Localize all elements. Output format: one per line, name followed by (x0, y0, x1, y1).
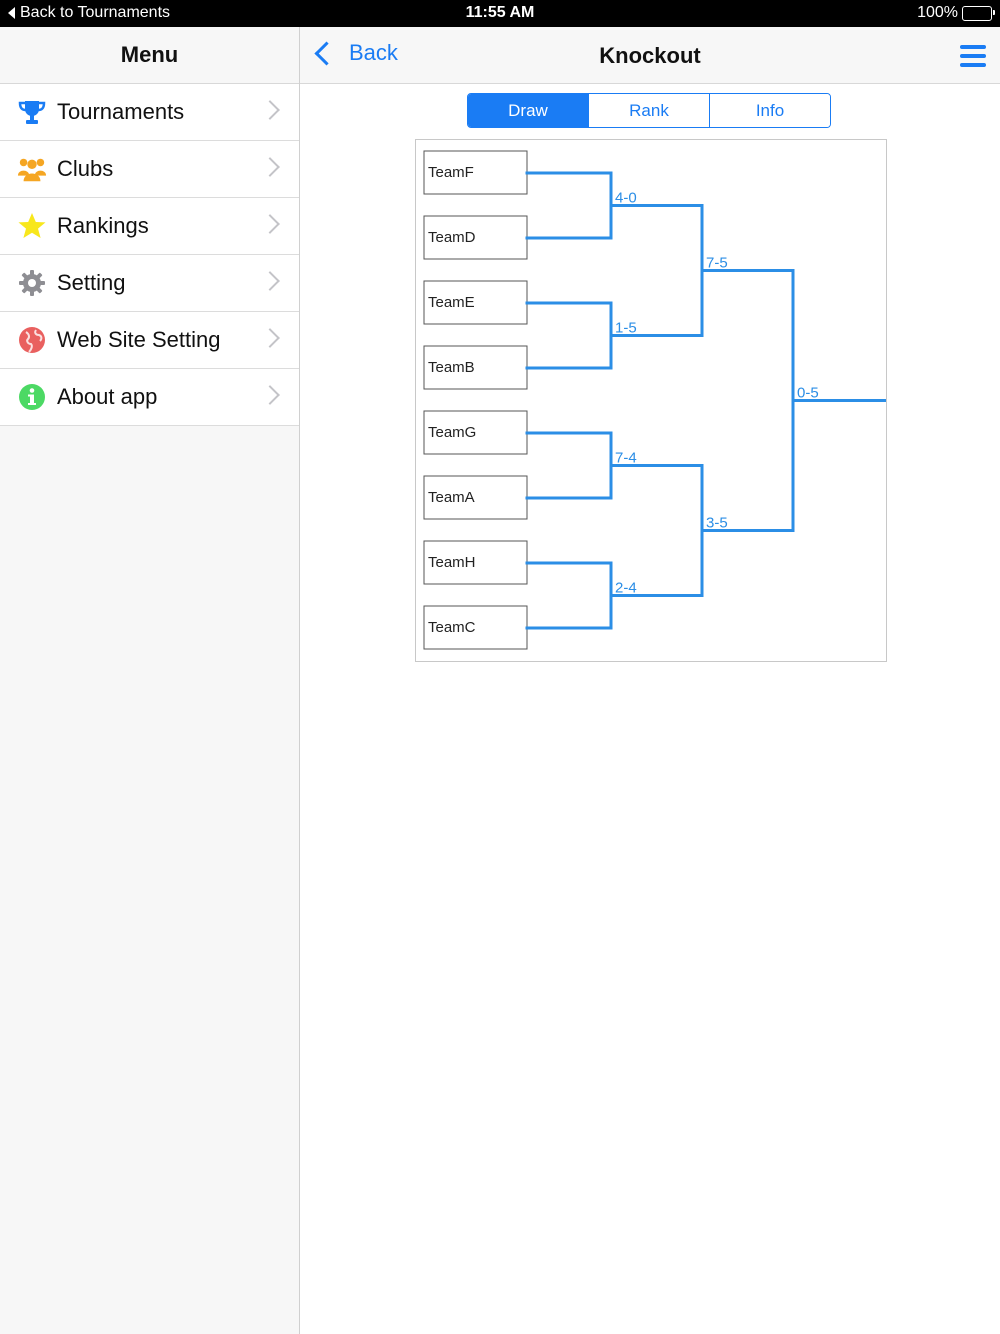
view-segmented-control: Draw Rank Info (467, 93, 831, 128)
info-icon (17, 382, 47, 412)
team-name: TeamD (428, 229, 476, 246)
chevron-right-icon (260, 157, 280, 177)
match-score: 2-4 (615, 580, 637, 597)
star-icon (17, 211, 47, 241)
chevron-right-icon (260, 271, 280, 291)
sidebar-item-about-app[interactable]: About app (0, 369, 299, 426)
bracket-canvas: TeamF TeamD TeamE TeamB TeamG TeamA TeamH TeamC… (423, 150, 886, 650)
menu-list: Tournaments Clubs (0, 84, 299, 426)
team-name: TeamH (428, 554, 476, 571)
chevron-right-icon (260, 214, 280, 234)
sidebar-item-tournaments[interactable]: Tournaments (0, 84, 299, 141)
chevron-right-icon (260, 100, 280, 120)
battery-indicator: 100% (917, 4, 995, 22)
tab-info[interactable]: Info (709, 94, 830, 127)
tab-rank[interactable]: Rank (588, 94, 709, 127)
match-score: 3-5 (706, 515, 728, 532)
match-score: 4-0 (615, 190, 637, 207)
match-score: 7-4 (615, 450, 637, 467)
sidebar-title: Menu (0, 27, 299, 84)
chevron-right-icon (260, 385, 280, 405)
sidebar-item-clubs[interactable]: Clubs (0, 141, 299, 198)
sidebar-item-web-site-setting[interactable]: Web Site Setting (0, 312, 299, 369)
gear-icon (17, 268, 47, 298)
battery-percent: 100% (917, 4, 958, 21)
sidebar-item-label: Web Site Setting (57, 327, 221, 352)
team-name: TeamF (428, 164, 474, 181)
team-name: TeamC (428, 619, 476, 636)
team-box (423, 150, 528, 195)
final-score: 0-5 (797, 385, 819, 402)
sidebar-item-label: Setting (57, 270, 126, 295)
back-button[interactable]: Back (312, 40, 398, 66)
team-name: TeamA (428, 489, 475, 506)
team-name: TeamB (428, 359, 475, 376)
team-box (423, 280, 528, 325)
status-back-link[interactable]: Back to Tournaments (8, 4, 170, 22)
chevron-right-icon (260, 328, 280, 348)
tab-draw[interactable]: Draw (468, 94, 588, 127)
hamburger-menu-icon[interactable] (960, 45, 986, 67)
sidebar-item-label: Clubs (57, 156, 114, 181)
back-label: Back (349, 40, 398, 65)
team-name: TeamG (428, 424, 476, 441)
globe-icon (17, 325, 47, 355)
back-triangle-icon (8, 7, 15, 19)
knockout-bracket: TeamF TeamD TeamE TeamB TeamG TeamA TeamH TeamC… (415, 139, 887, 662)
navigation-bar: Back Knockout (300, 27, 1000, 84)
match-score: 1-5 (615, 320, 637, 337)
match-score: 7-5 (706, 255, 728, 272)
sidebar-item-label: About app (57, 384, 158, 409)
sidebar-item-rankings[interactable]: Rankings (0, 198, 299, 255)
people-icon (17, 154, 47, 184)
battery-icon (962, 5, 995, 21)
status-bar: Back to Tournaments 11:55 AM 100% (0, 0, 1000, 27)
sidebar-item-setting[interactable]: Setting (0, 255, 299, 312)
page-title: Knockout (599, 43, 701, 68)
team-box (423, 215, 528, 260)
sidebar: Menu Tournaments (0, 27, 300, 1334)
team-box (423, 540, 528, 585)
sidebar-item-label: Rankings (57, 213, 149, 238)
trophy-icon (17, 97, 47, 127)
sidebar-item-label: Tournaments (57, 99, 185, 124)
team-box (423, 345, 528, 390)
team-name: TeamE (428, 294, 475, 311)
status-back-label: Back to Tournaments (20, 4, 171, 21)
status-time: 11:55 AM (465, 4, 535, 21)
